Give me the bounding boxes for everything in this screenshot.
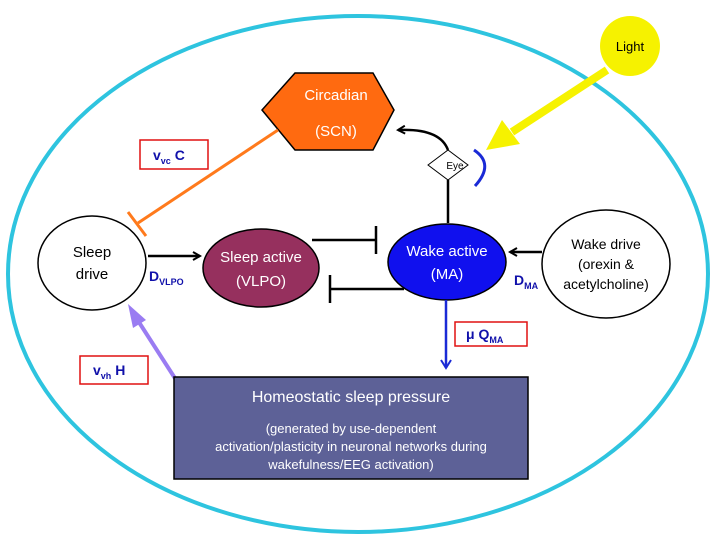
light-node — [600, 16, 660, 76]
homeostatic-line-1: (generated by use-dependent — [266, 421, 437, 436]
circadian-label-2: (SCN) — [315, 123, 357, 140]
param-muq-sub: MA — [489, 335, 503, 345]
eye-icon — [473, 148, 487, 188]
sleep-drive-label-2: drive — [76, 266, 109, 283]
param-vvc-label: vvc C — [153, 147, 185, 166]
homeostatic-line-3: wakefulness/EEG activation) — [267, 457, 433, 472]
homeostatic-to-sleep-drive-arrow-head — [128, 304, 146, 328]
eye-to-circadian-arrow — [398, 130, 450, 151]
homeostatic-to-sleep-drive-arrow — [133, 314, 180, 385]
param-dvlpo-sub: VLPO — [159, 277, 184, 287]
circadian-node — [261, 72, 395, 151]
param-dvlpo-main: D — [149, 268, 159, 284]
param-vvh-main: v — [93, 362, 101, 378]
wake-active-label-1: Wake active — [406, 243, 487, 260]
eye-label: Eye — [446, 161, 464, 172]
param-vvh-label: vvh H — [93, 362, 125, 381]
wake-active-node — [387, 223, 507, 301]
homeostatic-box — [173, 376, 529, 480]
circadian-label-1: Circadian — [304, 87, 367, 104]
param-dma-sub: MA — [524, 281, 538, 291]
sleep-drive-label-1: Sleep — [73, 244, 111, 261]
wake-active-label-2: (MA) — [431, 266, 464, 283]
circadian-inhibit-bar — [126, 211, 148, 237]
param-vvc-main: v — [153, 147, 161, 163]
homeostatic-title: Homeostatic sleep pressure — [252, 389, 450, 406]
param-dma-label: DMA — [514, 272, 539, 291]
param-vvh-sub: vh — [101, 371, 112, 381]
sleep-active-label-1: Sleep active — [220, 249, 302, 266]
sleep-active-label-2: (VLPO) — [236, 273, 286, 290]
param-muq-main: μ Q — [466, 326, 489, 342]
param-vvh-box — [79, 355, 149, 385]
wake-drive-label-2: (orexin & — [578, 256, 635, 272]
eye-node — [427, 149, 469, 181]
outer-frame — [6, 14, 710, 534]
light-label: Light — [616, 39, 645, 54]
wake-drive-label-3: acetylcholine) — [563, 276, 649, 292]
param-vvc-sub: vc — [161, 156, 171, 166]
light-arrow-head — [486, 120, 520, 150]
param-dvlpo-label: DVLPO — [149, 268, 184, 287]
param-dma-main: D — [514, 272, 524, 288]
param-muq-label: μ QMA — [466, 326, 504, 345]
sleep-drive-node — [37, 215, 147, 311]
param-vvc-box — [139, 139, 209, 170]
wake-drive-label-1: Wake drive — [571, 236, 641, 252]
sleep-active-node — [202, 228, 320, 308]
param-vvh-tail: H — [111, 362, 125, 378]
param-muq-box — [454, 321, 528, 347]
circadian-inhibit-line — [137, 128, 279, 225]
wake-drive-node — [541, 209, 671, 319]
homeostatic-line-2: activation/plasticity in neuronal networ… — [215, 439, 487, 454]
light-arrow — [509, 66, 610, 136]
param-vvc-tail: C — [171, 147, 185, 163]
